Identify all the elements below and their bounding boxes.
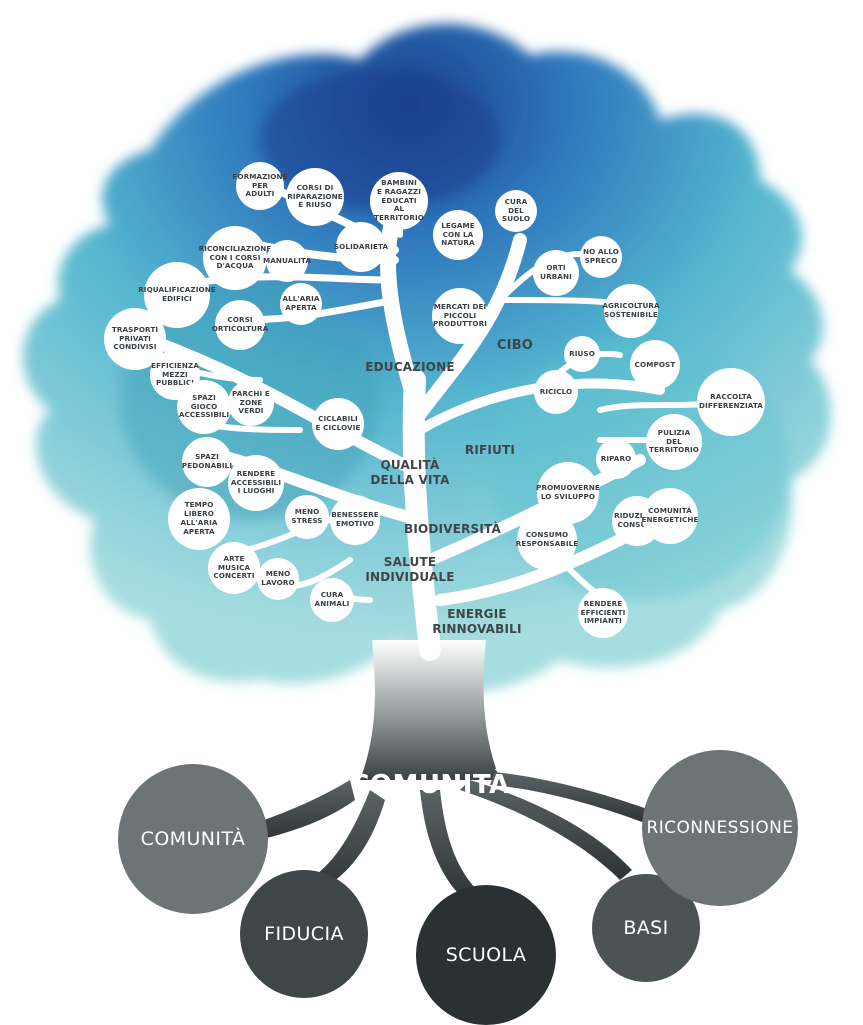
leaf-pulizia: PULIZIA DEL TERRITORIO [646, 414, 702, 470]
leaf-riparo: RIPARO [596, 439, 636, 479]
leaf-orti-urbani: ORTI URBANI [533, 250, 579, 296]
leaf-bambini-ragazzi: BAMBINI E RAGAZZI EDUCATI AL TERRITORIO [370, 172, 428, 230]
leaf-consumo-responsabile: CONSUMO RESPONSABILE [516, 510, 578, 570]
branch-label-biodiversita: BIODIVERSITÀ [403, 522, 501, 536]
leaf-comunita-energetiche: COMUNITÀ ENERGETICHE [641, 488, 698, 544]
leaf-raccolta: RACCOLTA DIFFERENZIATA [697, 368, 765, 436]
leaf-cura-animali: CURA ANIMALI [310, 578, 354, 622]
root-scuola: SCUOLA [416, 885, 556, 1025]
leaf-corsi-riparazione: CORSI DI RIPARAZIONE E RIUSO [286, 168, 344, 226]
leaf-riconciliazione: RICONCILIAZIONE CON I CORSI D'ACQUA [199, 226, 271, 290]
branch-label-cibo: CIBO [496, 338, 534, 353]
leaf-compost: COMPOST [630, 340, 680, 390]
leaf-meno-stress: MENO STRESS [285, 495, 329, 539]
leaf-mercati: MERCATI DEI PICCOLI PRODUTTORI [432, 288, 488, 344]
trunk [360, 640, 500, 780]
leaf-cura-suolo: CURA DEL SUOLO [495, 190, 537, 232]
leaf-riuso: RIUSO [564, 336, 600, 372]
leaf-solidarieta: SOLIDARIETÀ [334, 222, 388, 272]
leaf-corsi-orticoltura: CORSI ORTICOLTURA [212, 300, 268, 350]
leaf-aria-aperta: ALL'ARIA APERTA [280, 283, 322, 325]
roots [240, 772, 655, 905]
branch-label-energie: ENERGIE RINNOVABILI [432, 607, 522, 636]
leaf-meno-lavoro: MENO LAVORO [257, 558, 299, 600]
leaf-parchi: PARCHI E ZONE VERDI [228, 380, 274, 426]
leaf-riciclo: RICICLO [534, 370, 578, 414]
leaf-tempo-libero: TEMPO LIBERO ALL'ARIA APERTA [168, 488, 230, 550]
branch-label-qualita: QUALITÀ DELLA VITA [370, 458, 450, 487]
leaf-agricoltura: AGRICOLTURA SOSTENIBILE [602, 284, 660, 338]
branch-label-salute: SALUTE INDIVIDUALE [365, 555, 455, 584]
leaf-benessere: BENESSERE EMOTIVO [330, 495, 380, 545]
branch-label-rifiuti: RIFIUTI [464, 443, 516, 457]
branch-label-educazione: EDUCAZIONE [365, 360, 455, 374]
leaf-spazi-pedonabili: SPAZI PEDONABILI [182, 437, 232, 487]
leaf-arte: ARTE MUSICA CONCERTI [208, 542, 260, 594]
root-fiducia: FIDUCIA [240, 870, 368, 998]
leaf-rendere-efficienti: RENDERE EFFICIENTI IMPIANTI [578, 588, 628, 638]
root-comunita: COMUNITÀ [118, 764, 268, 914]
leaf-formazione-adulti: FORMAZIONE PER ADULTI [232, 162, 288, 210]
leaf-no-spreco: NO ALLO SPRECO [580, 236, 622, 278]
trunk-title: COMUNITÀ [350, 770, 510, 800]
root-riconnessione: RICONNESSIONE [642, 750, 798, 906]
leaf-rendere-accessibili: RENDERE ACCESSIBILI I LUOGHI [228, 455, 284, 511]
leaf-spazi-gioco: SPAZI GIOCO ACCESSIBILI [177, 380, 231, 434]
leaf-ciclabili: CICLABILI E CICLOVIE [312, 398, 364, 450]
leaf-trasporti: TRASPORTI PRIVATI CONDIVISI [104, 308, 166, 370]
leaf-manualita: MANUALITÀ [263, 240, 311, 282]
leaf-legame-natura: LEGAME CON LA NATURA [433, 210, 483, 260]
